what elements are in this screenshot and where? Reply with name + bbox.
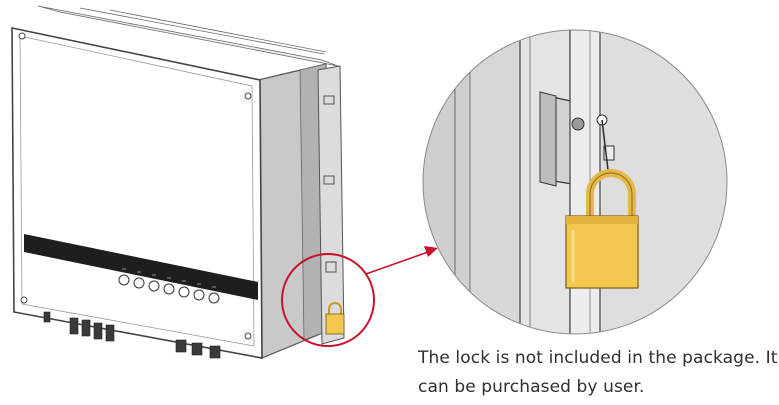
control-buttons	[118, 274, 220, 304]
highlight-circle	[281, 253, 375, 347]
cover-screws	[18, 32, 252, 340]
magnified-detail	[422, 29, 728, 335]
lock-note-caption: The lock is not included in the package.…	[418, 344, 778, 402]
small-padlock-icon	[325, 302, 345, 335]
pointer-arrow	[365, 246, 438, 275]
heatsink-fins	[37, 5, 339, 67]
padlock-icon	[565, 215, 639, 289]
caption-line-1: The lock is not included in the package.…	[418, 348, 778, 368]
inverter-unit	[11, 5, 345, 359]
inverter-front-cover	[11, 27, 263, 359]
caption-line-2: can be purchased by user.	[418, 377, 645, 397]
bottom-connectors	[43, 311, 221, 359]
mounting-bracket	[317, 65, 345, 345]
